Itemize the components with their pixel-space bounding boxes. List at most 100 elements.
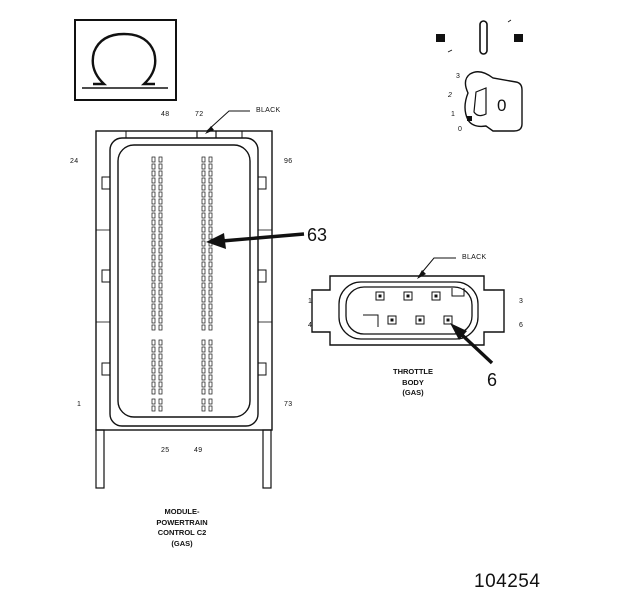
pcm-cavity [158,191,163,198]
pcm-cavity [201,163,206,170]
pcm-cavity [158,303,163,310]
pcm-cavity [201,282,206,289]
pcm-cavity [158,353,163,360]
pcm-cavity [208,374,213,381]
pcm-cavity [208,275,213,282]
pcm-cavity [208,282,213,289]
pcm-pin-72-label: 72 [195,111,204,118]
pcm-cavity [151,233,156,240]
pcm-cavity [158,317,163,324]
pcm-pin-25-label: 25 [161,447,170,454]
pcm-cavity [158,156,163,163]
pcm-cavity [151,339,156,346]
pcm-cavity [158,233,163,240]
pcm-cavity [151,381,156,388]
pcm-connector [95,130,273,489]
pcm-cavity [158,275,163,282]
pcm-cavity [151,240,156,247]
pcm-cavity [208,367,213,374]
pcm-cavity [158,339,163,346]
callout-6-arrow [450,323,494,365]
pcm-cavity [201,296,206,303]
pcm-cavity [201,254,206,261]
pcm-cavity [201,226,206,233]
pcm-cavity [158,261,163,268]
pcm-callout-63: 63 [307,225,328,245]
pcm-cavity [151,346,156,353]
pcm-cavity [208,296,213,303]
pcm-cavity [151,268,156,275]
pcm-cavity [201,268,206,275]
pcm-cavity [151,198,156,205]
pcm-pin-73-label: 73 [284,401,293,408]
pcm-cavity [208,381,213,388]
throttle-terminal [434,294,438,298]
pcm-cavity [158,388,163,395]
pcm-pin-96-label: 96 [284,158,293,165]
pcm-cavity [201,324,206,331]
pcm-cavity [158,405,163,412]
pcm-cavity [208,212,213,219]
throttle-terminal [378,294,382,298]
throttle-cavity [415,315,425,325]
pcm-connector-caption: MODULE- POWERTRAIN CONTROL C2 (GAS) [130,507,234,549]
pcm-cavity [208,219,213,226]
pcm-cavity [151,310,156,317]
pcm-cavity [201,346,206,353]
pcm-cavity [201,303,206,310]
pcm-cavity [151,163,156,170]
pcm-cavity [151,219,156,226]
pcm-cavity [201,381,206,388]
pcm-cavity [208,163,213,170]
throttle-connector [311,275,505,346]
pcm-cavity [208,303,213,310]
pcm-cavity [151,317,156,324]
pcm-cavity [151,261,156,268]
pcm-cavity [151,398,156,405]
pcm-pin-49-label: 49 [194,447,203,454]
pcm-cavity [201,405,206,412]
pcm-cavity [158,226,163,233]
pcm-cavity [158,254,163,261]
pcm-cavity [158,296,163,303]
pcm-cavity [208,360,213,367]
pcm-cavity [208,177,213,184]
callout-63-arrow [206,232,305,249]
pcm-cavity [201,233,206,240]
pcm-cavity [151,226,156,233]
pcm-cavity [151,303,156,310]
pcm-cavity [208,261,213,268]
pcm-cavity [208,353,213,360]
throttle-color-label: BLACK [462,254,487,261]
pcm-cavity [208,268,213,275]
pcm-caption-line-2: POWERTRAIN [156,517,208,527]
throttle-pin-1-label: 1 [308,298,313,305]
pcm-cavity [158,310,163,317]
pcm-cavity [201,198,206,205]
ignition-position-1: 1 [451,111,456,118]
pcm-cavity [158,184,163,191]
pcm-cavity [208,346,213,353]
pcm-cavity [151,205,156,212]
pcm-cavity [151,289,156,296]
pcm-cavity [158,212,163,219]
pcm-cavity [208,339,213,346]
throttle-connector-caption: THROTTLE BODY (GAS) [368,367,458,399]
ignition-position-3: 3 [456,73,461,80]
pcm-cavity [151,388,156,395]
pcm-cavity [151,247,156,254]
pcm-cavity [208,247,213,254]
pcm-cavity [201,184,206,191]
ignition-position-0: 0 [458,126,463,133]
pcm-cavity [158,247,163,254]
pcm-terminal-cavities [151,156,213,412]
pcm-cavity [208,398,213,405]
pcm-cavity [201,398,206,405]
pcm-cavity [208,317,213,324]
pcm-cavity [158,170,163,177]
pcm-cavity [208,191,213,198]
pcm-cavity [208,405,213,412]
throttle-callout-6: 6 [487,370,498,390]
pcm-cavity [208,156,213,163]
throttle-cavity [431,291,441,301]
